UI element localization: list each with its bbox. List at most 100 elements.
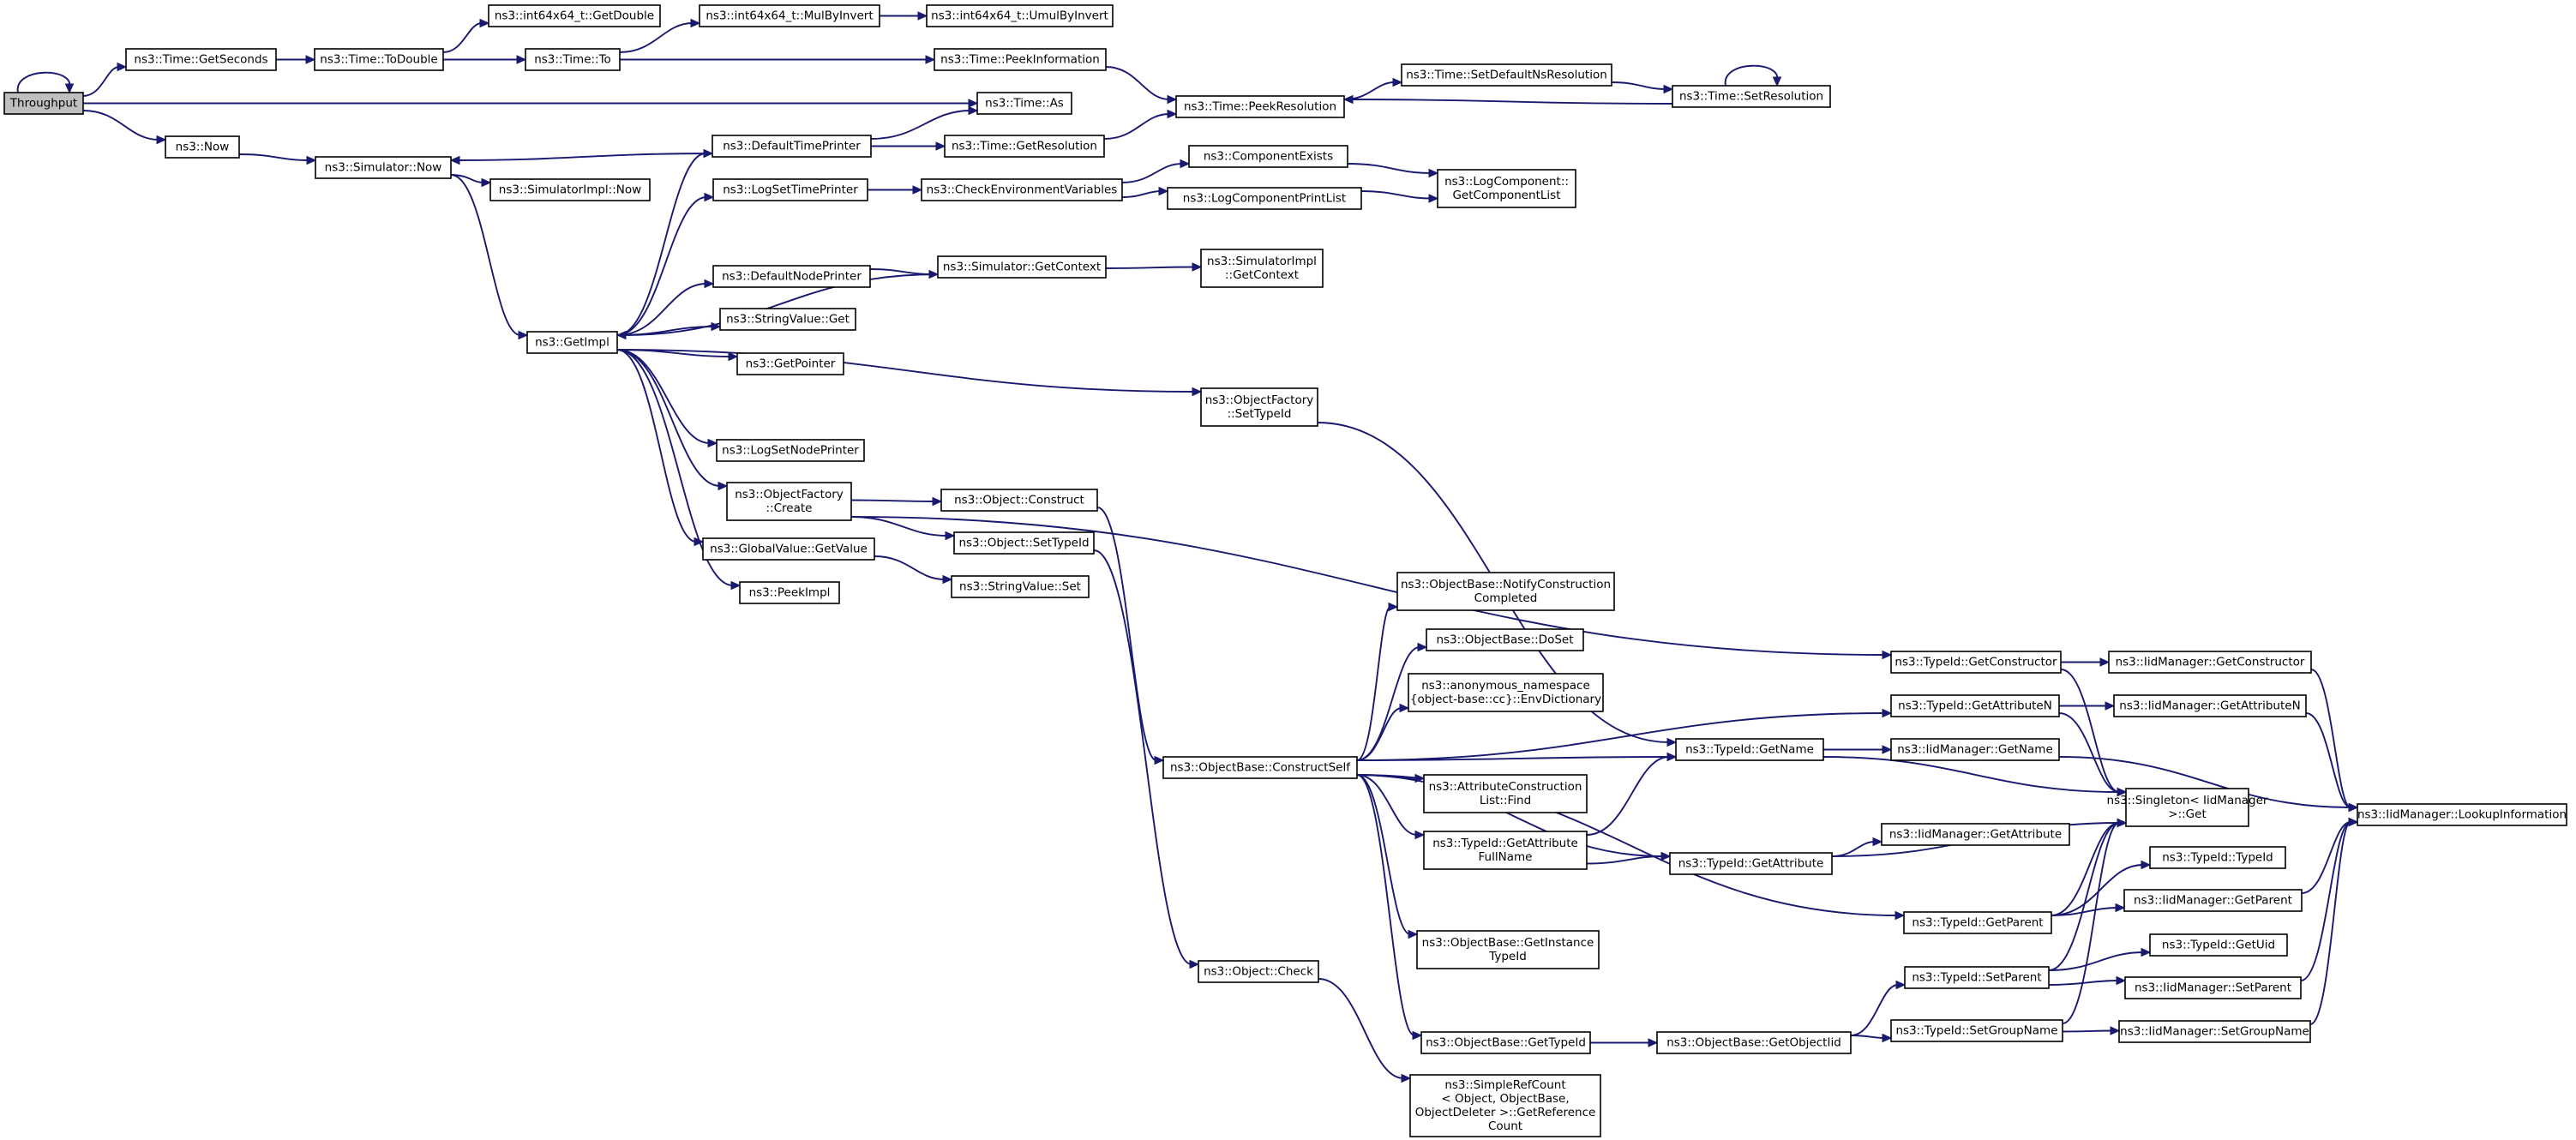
node-checkenv[interactable]: ns3::CheckEnvironmentVariables <box>921 178 1123 201</box>
node-mulbyinvert[interactable]: ns3::int64x64_t::MulByInvert <box>699 4 880 27</box>
node-envdictionary[interactable]: ns3::anonymous_namespace{object-base::cc… <box>1408 673 1604 712</box>
node-getresolution[interactable]: ns3::Time::GetResolution <box>944 135 1105 158</box>
node-peekinformation[interactable]: ns3::Time::PeekInformation <box>934 48 1107 71</box>
node-iid_getattributen[interactable]: ns3::IidManager::GetAttributeN <box>2113 694 2307 717</box>
node-componentexists[interactable]: ns3::ComponentExists <box>1188 145 1348 168</box>
node-ob_gettypeid[interactable]: ns3::ObjectBase::GetTypeId <box>1420 1031 1591 1054</box>
edge-line <box>1850 1035 1885 1039</box>
node-time_as[interactable]: ns3::Time::As <box>976 92 1072 115</box>
node-label: ns3::CheckEnvironmentVariables <box>927 183 1118 197</box>
node-getpointer[interactable]: ns3::GetPointer <box>736 352 844 375</box>
edge-line <box>2051 907 2118 916</box>
node-box <box>2125 788 2249 827</box>
arrowhead <box>1158 186 1169 196</box>
node-box <box>1656 1031 1852 1054</box>
edge-mulbyinvert-to-umulbyinvert <box>880 11 928 21</box>
edge-line <box>2060 669 2120 793</box>
node-label: ns3::Time::PeekResolution <box>1184 100 1336 114</box>
node-peekimpl[interactable]: ns3::PeekImpl <box>739 581 840 604</box>
node-peekresolution[interactable]: ns3::Time::PeekResolution <box>1175 95 1345 118</box>
node-simplerefcount[interactable]: ns3::SimpleRefCount< Object, ObjectBase,… <box>1409 1074 1601 1137</box>
edge-line <box>616 349 734 586</box>
node-sim_now[interactable]: ns3::Simulator::Now <box>315 156 452 179</box>
edge-line <box>1103 113 1170 140</box>
node-obj_check[interactable]: ns3::Object::Check <box>1198 960 1319 983</box>
node-getimpl[interactable]: ns3::GetImpl <box>526 331 618 354</box>
node-iid_setgroupname[interactable]: ns3::IidManager::SetGroupName <box>2118 1020 2311 1043</box>
node-of_settypeid[interactable]: ns3::ObjectFactory::SetTypeId <box>1200 387 1318 427</box>
node-tid_getattribute[interactable]: ns3::TypeId::GetAttribute <box>1669 852 1833 875</box>
node-setdefaultns[interactable]: ns3::Time::SetDefaultNsResolution <box>1401 63 1612 87</box>
node-tid_getuid[interactable]: ns3::TypeId::GetUid <box>2149 933 2288 957</box>
node-tid_typeid[interactable]: ns3::TypeId::TypeId <box>2149 846 2286 869</box>
node-setresolution[interactable]: ns3::Time::SetResolution <box>1672 85 1831 108</box>
edge-todouble-to-time_to <box>443 55 527 64</box>
node-of_create[interactable]: ns3::ObjectFactory::Create <box>726 482 852 521</box>
arrowhead <box>925 55 936 64</box>
node-simimpl_getcontext[interactable]: ns3::SimulatorImpl::GetContext <box>1200 249 1324 288</box>
node-defaulttimeprinter[interactable]: ns3::DefaultTimePrinter <box>712 135 872 158</box>
node-label: ns3::Time::SetResolution <box>1679 90 1823 104</box>
node-iid_lookupinfo[interactable]: ns3::IidManager::LookupInformation <box>2357 803 2567 826</box>
node-sim_getcontext[interactable]: ns3::Simulator::GetContext <box>937 255 1107 279</box>
node-box <box>1904 966 2050 989</box>
edge-getseconds-to-todouble <box>276 55 316 64</box>
node-defaultnodeprinter[interactable]: ns3::DefaultNodePrinter <box>712 265 871 288</box>
node-getcomponentlist[interactable]: ns3::LogComponent::GetComponentList <box>1437 169 1576 208</box>
node-box <box>953 531 1095 555</box>
node-box <box>2149 933 2288 957</box>
node-simimpl_now[interactable]: ns3::SimulatorImpl::Now <box>489 178 651 201</box>
node-tid_getname[interactable]: ns3::TypeId::GetName <box>1675 738 1824 761</box>
edge-line <box>616 283 707 336</box>
edge-line <box>850 499 935 502</box>
node-tid_setparent[interactable]: ns3::TypeId::SetParent <box>1904 966 2050 989</box>
node-iid_getattribute[interactable]: ns3::IidManager::GetAttribute <box>1881 823 2070 846</box>
edge-tid_setparent-to-iid_setparent <box>2048 975 2127 986</box>
edge-line <box>2305 712 2351 808</box>
node-iid_setparent[interactable]: ns3::IidManager::SetParent <box>2124 976 2302 999</box>
node-stringvalue_get[interactable]: ns3::StringValue::Get <box>719 308 856 331</box>
node-logsetnodeprinter[interactable]: ns3::LogSetNodePrinter <box>716 439 865 462</box>
edge-line <box>1360 190 1432 200</box>
node-time_to[interactable]: ns3::Time::To <box>525 48 621 71</box>
node-getdouble[interactable]: ns3::int64x64_t::GetDouble <box>488 4 661 27</box>
node-doset[interactable]: ns3::ObjectBase::DoSet <box>1426 628 1584 651</box>
node-tid_getattributen[interactable]: ns3::TypeId::GetAttributeN <box>1890 694 2060 717</box>
node-label: ns3::ObjectFactory <box>1205 393 1314 407</box>
edge-obj_check-to-simplerefcount <box>1318 978 1412 1083</box>
node-tid_getconstructor[interactable]: ns3::TypeId::GetConstructor <box>1890 651 2062 674</box>
node-logcomponentprintlist[interactable]: ns3::LogComponentPrintList <box>1167 187 1362 210</box>
node-umulbyinvert[interactable]: ns3::int64x64_t::UmulByInvert <box>926 4 1114 27</box>
node-tid_getparent[interactable]: ns3::TypeId::GetParent <box>1903 911 2052 934</box>
node-iid_getconstructor[interactable]: ns3::IidManager::GetConstructor <box>2108 651 2312 674</box>
node-label: ns3::IidManager::SetGroupName <box>2120 1025 2309 1039</box>
node-box <box>736 352 844 375</box>
node-box <box>716 439 865 462</box>
node-throughput[interactable]: Throughput <box>3 92 84 115</box>
node-box <box>1188 145 1348 168</box>
node-ob_getobjectiid[interactable]: ns3::ObjectBase::GetObjectIid <box>1656 1031 1852 1054</box>
node-stringvalue_set[interactable]: ns3::StringValue::Set <box>951 575 1090 598</box>
arrowhead <box>968 105 979 116</box>
node-getseconds[interactable]: ns3::Time::GetSeconds <box>125 48 277 71</box>
node-label: ns3::ObjectBase::NotifyConstruction <box>1401 578 1611 591</box>
node-now[interactable]: ns3::Now <box>165 135 240 159</box>
node-notifyconstruction[interactable]: ns3::ObjectBase::NotifyConstructionCompl… <box>1396 572 1615 611</box>
node-singleton_get[interactable]: ns3::Singleton< IidManager>::Get <box>2107 788 2268 827</box>
arrowhead <box>2117 818 2128 828</box>
node-obj_settypeid[interactable]: ns3::Object::SetTypeId <box>953 531 1095 555</box>
node-gv_getvalue[interactable]: ns3::GlobalValue::GetValue <box>702 537 875 561</box>
node-constructself[interactable]: ns3::ObjectBase::ConstructSelf <box>1162 756 1358 779</box>
node-iid_getparent[interactable]: ns3::IidManager::GetParent <box>2123 889 2303 912</box>
node-todouble[interactable]: ns3::Time::ToDouble <box>314 48 444 71</box>
edge-line <box>1356 707 1402 761</box>
node-logsettimeprinter[interactable]: ns3::LogSetTimePrinter <box>712 178 868 201</box>
node-iid_getname[interactable]: ns3::IidManager::GetName <box>1890 738 2060 761</box>
node-box <box>2149 846 2286 869</box>
node-obj_construct[interactable]: ns3::Object::Construct <box>940 489 1098 512</box>
node-tid_setgroupname[interactable]: ns3::TypeId::SetGroupName <box>1890 1019 2063 1042</box>
edge-iid_getname-to-iid_lookupinfo <box>2058 756 2359 813</box>
